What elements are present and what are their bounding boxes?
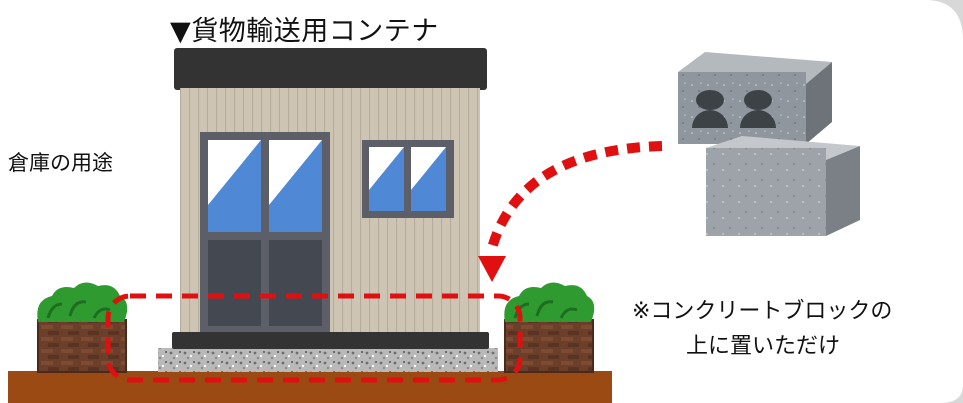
note-line-2: 上に置いただけ <box>686 334 841 359</box>
usage-label: 倉庫の用途 <box>8 151 113 175</box>
container-building <box>172 48 489 349</box>
diagram-title: ▼貨物輸送用コンテナ <box>170 16 439 47</box>
gravel-bed <box>158 348 498 372</box>
arrowhead <box>478 256 506 282</box>
concrete-block-back <box>678 52 832 144</box>
corner-frame <box>925 0 963 40</box>
corner-frame-bottom <box>940 385 963 403</box>
concrete-block-front <box>706 136 860 236</box>
highlight-box <box>105 293 523 383</box>
note-line-1: ※コンクリートブロックの <box>632 299 893 324</box>
ground <box>8 371 612 403</box>
dashed-arrow <box>487 141 663 250</box>
shrub-left <box>37 282 128 373</box>
